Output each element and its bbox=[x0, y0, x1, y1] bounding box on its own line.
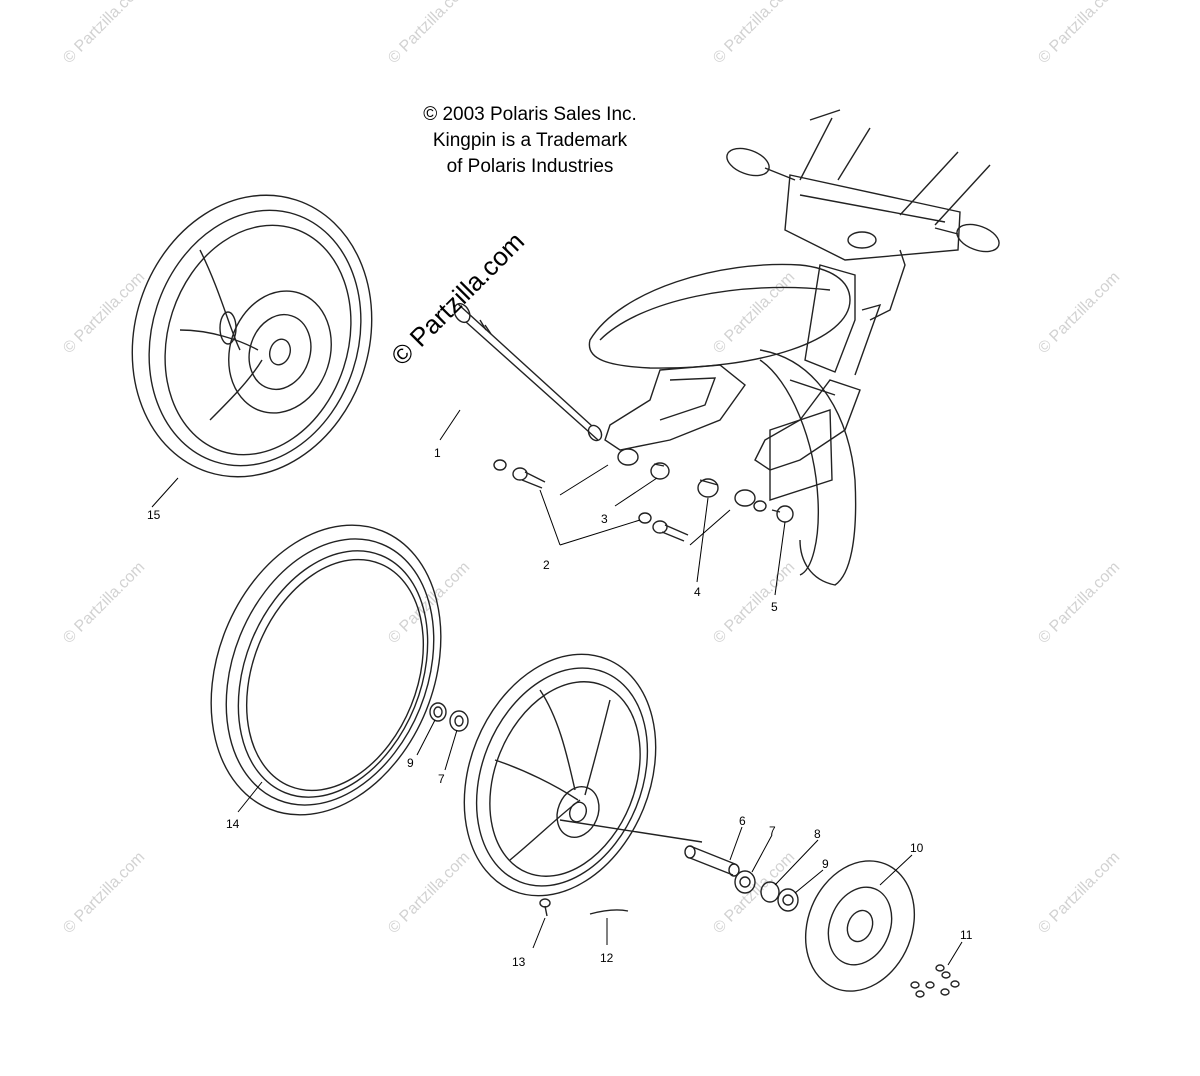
callout-14: 14 bbox=[226, 817, 240, 831]
callout-9-left: 9 bbox=[407, 756, 414, 770]
callout-4: 4 bbox=[694, 585, 701, 599]
callout-1: 1 bbox=[434, 446, 441, 460]
callout-13: 13 bbox=[512, 955, 526, 969]
callout-12: 12 bbox=[600, 951, 614, 965]
copyright-line: of Polaris Industries bbox=[446, 156, 614, 177]
pinch-bolts bbox=[493, 459, 689, 542]
callout-8: 8 bbox=[814, 827, 821, 841]
leader-lines bbox=[151, 409, 963, 966]
callout-6: 6 bbox=[739, 814, 746, 828]
wheel-rim bbox=[463, 653, 703, 897]
assembled-wheel-15 bbox=[131, 194, 373, 478]
callout-9-right: 9 bbox=[822, 857, 829, 871]
callout-5: 5 bbox=[771, 600, 778, 614]
callout-10: 10 bbox=[910, 841, 924, 855]
spacers bbox=[650, 462, 719, 498]
bearing-ring-seal-right bbox=[734, 870, 799, 912]
copyright-notice: © 2003 Polaris Sales Inc. Kingpin is a T… bbox=[380, 102, 680, 180]
callout-7-right: 7 bbox=[769, 824, 776, 838]
front-axle bbox=[453, 302, 603, 442]
callout-7-left: 7 bbox=[438, 772, 445, 786]
front-fork-assembly bbox=[588, 109, 1000, 586]
callout-3: 3 bbox=[601, 512, 608, 526]
spacer-6 bbox=[684, 845, 740, 877]
tire-14 bbox=[210, 524, 442, 816]
copyright-line: © 2003 Polaris Sales Inc. bbox=[423, 104, 637, 125]
callout-11: 11 bbox=[960, 928, 973, 942]
axle-nut bbox=[771, 505, 794, 523]
seal-bearing-left bbox=[429, 702, 469, 732]
valve-stem-13 bbox=[539, 898, 551, 917]
wheel-weight-12 bbox=[589, 909, 629, 915]
rotor-bolts-11 bbox=[910, 964, 960, 998]
callout-2: 2 bbox=[543, 558, 550, 572]
copyright-line: Kingpin is a Trademark bbox=[432, 130, 628, 151]
brake-rotor-10 bbox=[804, 860, 916, 992]
callout-15: 15 bbox=[147, 508, 161, 522]
